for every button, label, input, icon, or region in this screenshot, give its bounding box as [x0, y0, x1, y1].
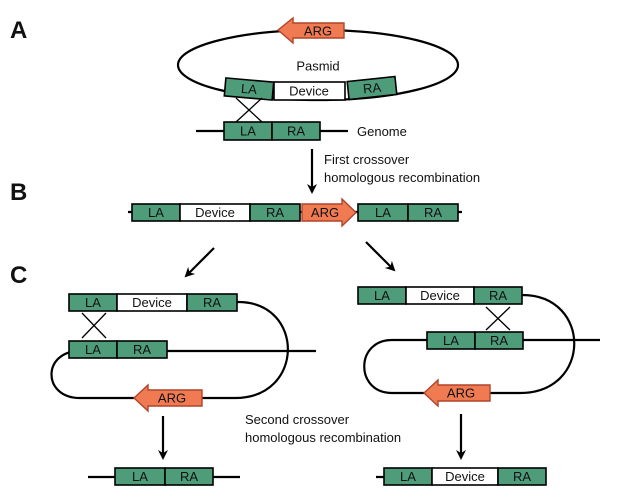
cr-ra-top-box [473, 286, 523, 305]
cr-la-top-label: LA [374, 288, 390, 303]
b-la2-label: LA [375, 205, 391, 220]
arrow-to-left-path [184, 247, 215, 278]
b-ra2-label: RA [424, 205, 442, 220]
cl-ra-bottom-label: RA [133, 342, 151, 357]
plasmid-arg-label: ARG [304, 24, 332, 39]
panel-a: ARG Pasmid LA Device RA LA RA Genome [176, 16, 460, 141]
plasmid-arg-arrow: ARG [276, 16, 345, 45]
second-crossover-text-line2: homologous recombination [245, 430, 401, 445]
cr-arg-arrow: ARG [422, 378, 491, 408]
plasmid-device-label: Device [289, 84, 329, 99]
first-crossover-text-line1: First crossover [324, 152, 410, 167]
b-ra1-label: RA [266, 205, 284, 220]
panel-label-c: C [10, 262, 27, 289]
cl-device-label: Device [132, 295, 172, 310]
cr-ra-bottom-label: RA [490, 333, 508, 348]
cl-ra-top-box [186, 293, 238, 312]
panel-b-integrated: LA Device RA ARG LA RA [128, 197, 462, 228]
cl-result-ra-box [164, 467, 214, 486]
cl-arg-arrow: ARG [132, 383, 203, 413]
genome-name: Genome [357, 124, 407, 139]
cl-ra-bottom-box [116, 340, 168, 359]
cr-device-label: Device [420, 288, 460, 303]
panel-label-a: A [10, 17, 27, 44]
plasmid-cassette: LA Device RA [223, 75, 398, 101]
cl-ra-top-label: RA [203, 295, 221, 310]
first-crossover-text-line2: homologous recombination [324, 170, 480, 185]
b-arg-label: ARG [311, 205, 339, 220]
b-ra2-box [407, 203, 459, 222]
cr-la-bottom-label: LA [443, 333, 459, 348]
cr-result-ra-box [497, 467, 547, 486]
panel-c-left: LA Device RA LA RA ARG LA RA [50, 293, 316, 486]
right-loop-line [358, 293, 600, 395]
cr-ra-bottom-box [474, 331, 524, 350]
plasmid-ra-box [346, 75, 398, 101]
genome-la-label: LA [240, 124, 256, 139]
plasmid-la-box [223, 77, 275, 101]
left-loop-line [50, 300, 316, 400]
cr-result-la-label: LA [400, 469, 416, 484]
crossover-x-cl2 [81, 312, 107, 339]
crossover-x-cr2 [485, 306, 511, 331]
plasmid-name: Pasmid [296, 59, 339, 74]
cr-result-ra-label: RA [513, 469, 531, 484]
cl-arg-label: ARG [158, 391, 186, 406]
cr-arg-label: ARG [447, 386, 475, 401]
panel-c-right: LA Device RA LA RA ARG LA Device RA [357, 286, 600, 486]
cl-result-ra-label: RA [180, 469, 198, 484]
panel-label-b: B [10, 179, 27, 206]
b-la1-label: LA [148, 205, 164, 220]
b-arg-arrow: ARG [301, 197, 358, 228]
arrow-to-right-path [365, 241, 396, 272]
cl-result-la-label: LA [132, 469, 148, 484]
second-crossover-text-line1: Second crossover [245, 412, 350, 427]
cr-ra-top-label: RA [489, 288, 507, 303]
crossover-x-a2 [235, 97, 263, 123]
genome-ra-box [271, 121, 321, 141]
cl-la-bottom-label: LA [85, 342, 101, 357]
genome-ra-label: RA [287, 124, 305, 139]
cl-la-top-label: LA [85, 295, 101, 310]
plasmid-la-label: LA [240, 81, 257, 97]
b-ra1-box [249, 203, 301, 222]
cr-result-device-label: Device [445, 469, 485, 484]
plasmid-ra-label: RA [362, 80, 382, 97]
plasmid-device-box [273, 81, 346, 101]
b-device-label: Device [195, 205, 235, 220]
